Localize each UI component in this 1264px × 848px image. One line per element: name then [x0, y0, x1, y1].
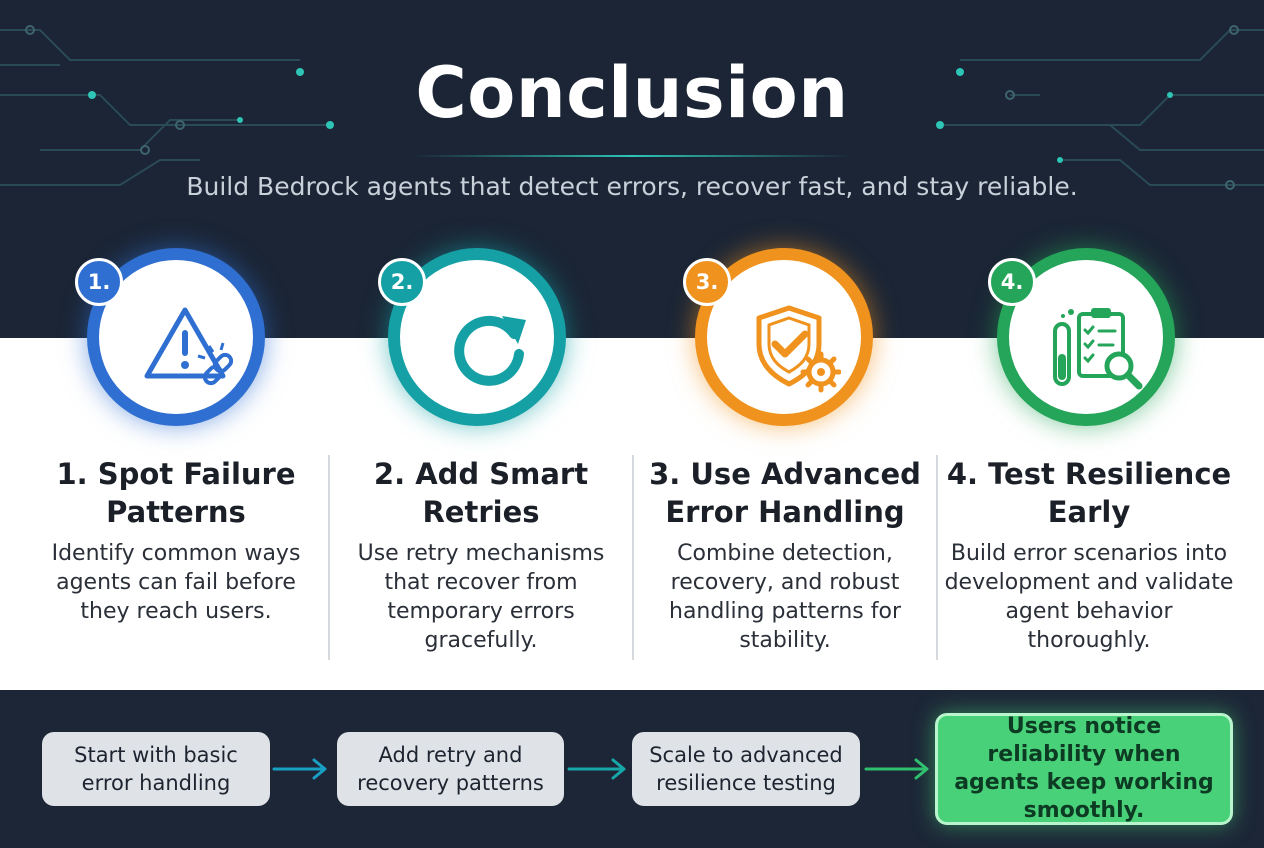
circuit-decoration [0, 25, 1264, 190]
page-title: Conclusion [415, 52, 849, 134]
step-2-column: 2. Add Smart Retries Use retry mechanism… [336, 455, 626, 655]
arrow-right-icon [272, 758, 327, 780]
step-2-description: Use retry mechanisms that recover from t… [357, 541, 605, 653]
column-divider [328, 455, 330, 660]
shield-check-gear-icon [756, 305, 841, 393]
step-1-description: Identify common ways agents can fail bef… [51, 541, 301, 624]
column-divider [632, 455, 634, 660]
step-4-column: 4. Test Resilience Early Build error sce… [944, 455, 1234, 655]
step-3-column: 3. Use Advanced Error Handling Combine d… [640, 455, 930, 655]
step-4-number: 4. [988, 258, 1036, 306]
step-3-title: 3. Use Advanced Error Handling [649, 457, 921, 529]
column-divider [936, 455, 938, 660]
retry-arrow-icon [454, 315, 526, 386]
flow-step-3: Scale to advanced resilience testing [632, 732, 860, 806]
step-1-column: 1. Spot Failure Patterns Identify common… [31, 455, 321, 626]
test-tube-checklist-magnifier-icon [1053, 308, 1143, 390]
arrow-right-icon [567, 758, 626, 780]
step-4-description: Build error scenarios into development a… [944, 541, 1234, 653]
step-4-title: 4. Test Resilience Early [946, 457, 1232, 529]
flow-step-final: Users notice reliability when agents kee… [935, 713, 1233, 825]
step-1-title: 1. Spot Failure Patterns [56, 457, 296, 529]
warning-broken-link-icon [144, 307, 233, 386]
step-2-title: 2. Add Smart Retries [373, 457, 589, 529]
arrow-right-icon [864, 758, 929, 780]
flow-step-1: Start with basic error handling [42, 732, 270, 806]
step-3-description: Combine detection, recovery, and robust … [669, 541, 901, 653]
step-2-number: 2. [378, 258, 426, 306]
page-subtitle: Build Bedrock agents that detect errors,… [186, 172, 1078, 201]
step-3-number: 3. [683, 258, 731, 306]
title-underline [412, 155, 852, 157]
flow-step-2: Add retry and recovery patterns [337, 732, 564, 806]
step-1-number: 1. [75, 258, 123, 306]
